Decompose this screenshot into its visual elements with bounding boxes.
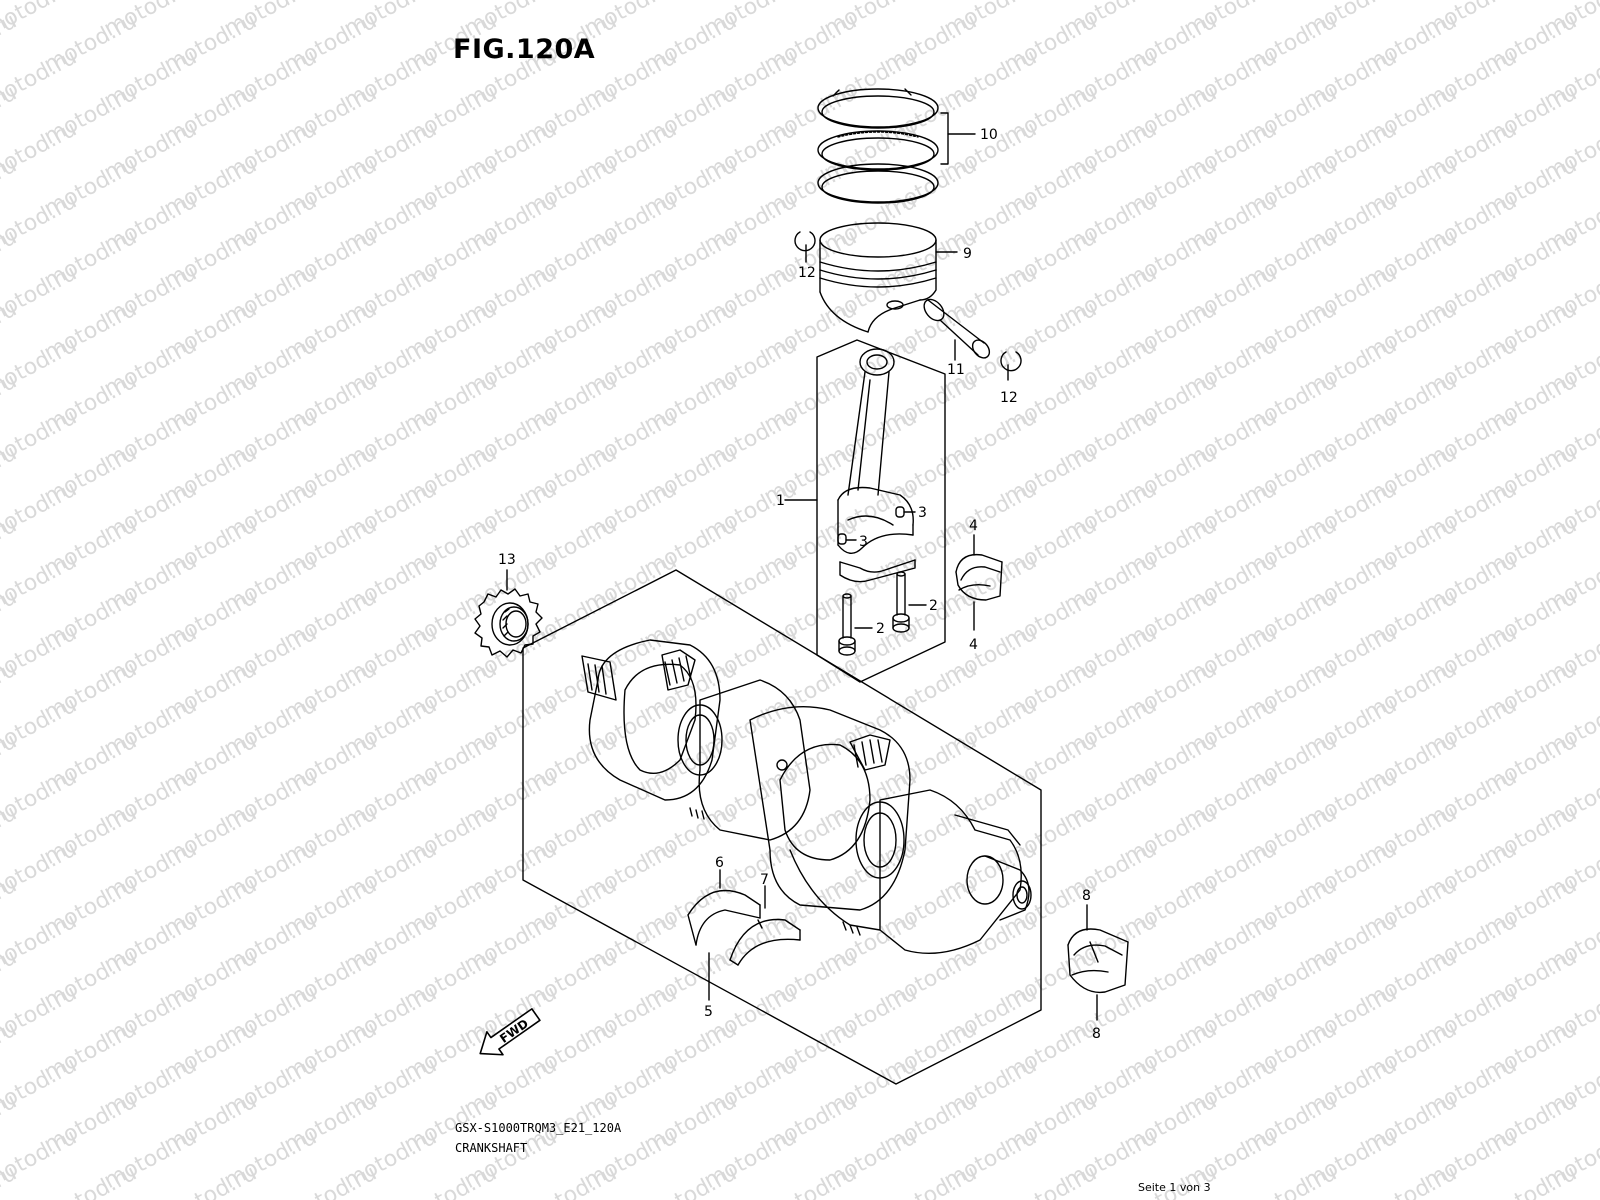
callout-2-right: 2 [929, 598, 938, 614]
fwd-arrow-icon: FWD [479, 1008, 541, 1056]
callout-8-lower: 8 [1092, 1026, 1101, 1042]
thrust-bearing-7-drawing [729, 918, 801, 966]
callout-4-lower: 4 [969, 637, 978, 653]
conrod-bolt-left-drawing [838, 593, 856, 656]
callout-9: 9 [963, 246, 972, 262]
callout-11: 11 [947, 362, 965, 378]
page-indicator: Seite 1 von 3 [1138, 1181, 1211, 1194]
callout-10: 10 [980, 127, 998, 143]
section-name: CRANKSHAFT [455, 1141, 528, 1155]
circlip-left-drawing [794, 231, 816, 252]
piston-drawing [819, 222, 937, 333]
callout-1: 1 [776, 493, 785, 509]
conrod-bolt-right-drawing [892, 571, 910, 633]
circlip-right-drawing [1000, 351, 1022, 372]
callout-3-upper: 3 [918, 505, 927, 521]
piston-rings-drawing [817, 88, 939, 204]
conrod-bearing-drawing [955, 553, 1003, 601]
connecting-rod-drawing [837, 348, 916, 583]
callout-3-lower: 3 [859, 534, 868, 550]
callout-labels: 10 9 12 11 12 1 3 3 4 4 2 2 13 6 7 5 8 8 [498, 127, 1101, 1042]
crankshaft-drawing [581, 639, 1032, 955]
journal-bearing-drawing [1067, 928, 1129, 994]
figure-title: FIG.120A [453, 34, 596, 65]
callout-7: 7 [760, 872, 769, 888]
model-code: GSX-S1000TRQM3_E21_120A [455, 1121, 622, 1135]
callout-8-upper: 8 [1082, 888, 1091, 904]
crank-gear-drawing [474, 588, 543, 658]
thrust-bearing-6-drawing [687, 889, 761, 946]
piston-pin-drawing [923, 298, 991, 359]
callout-4-upper: 4 [969, 518, 978, 534]
callout-12-right: 12 [1000, 390, 1018, 406]
callout-13: 13 [498, 552, 516, 568]
callout-6: 6 [715, 855, 724, 871]
callout-5: 5 [704, 1004, 713, 1020]
callout-2-left: 2 [876, 621, 885, 637]
callout-12-left: 12 [798, 265, 816, 281]
